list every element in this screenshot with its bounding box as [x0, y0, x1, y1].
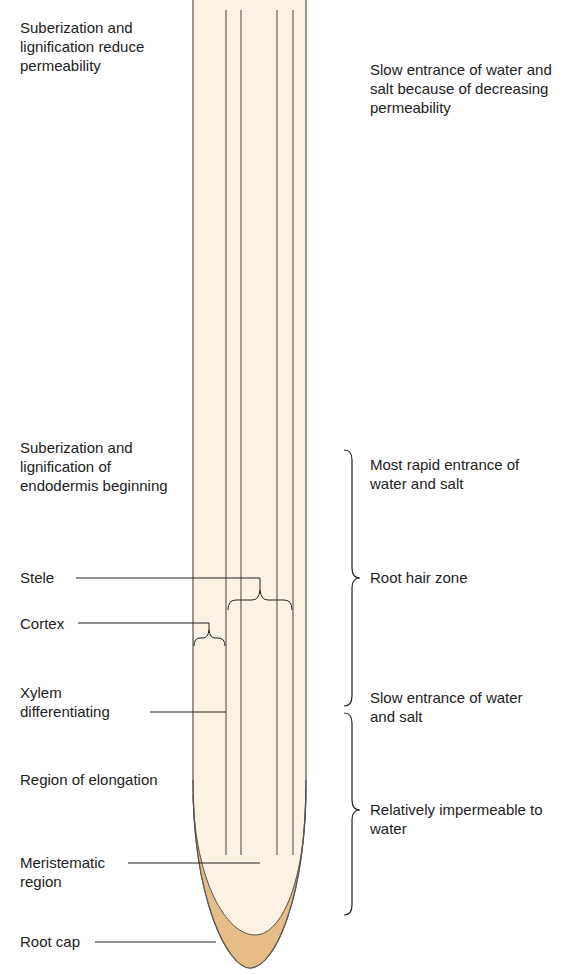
leader-lines [95, 712, 260, 942]
annotation-label: Suberization and lignification reduce pe… [20, 18, 185, 75]
annotation-label: Meristematic region [20, 853, 130, 891]
annotation-label: Most rapid entrance of water and salt [370, 455, 548, 493]
root-body [193, 0, 306, 968]
annotation-label: Root hair zone [370, 568, 548, 587]
annotation-label: Slow entrance of water and salt because … [370, 60, 558, 117]
annotation-label: Cortex [20, 614, 80, 633]
tissue-lines [226, 10, 293, 855]
cortex-bracket [78, 623, 225, 646]
annotation-label: Root cap [20, 932, 100, 951]
stele-bracket [76, 578, 292, 610]
annotation-label: Stele [20, 568, 80, 587]
annotation-label: Region of elongation [20, 770, 170, 789]
zone-braces [344, 450, 360, 915]
annotation-label: Relatively impermeable to water [370, 800, 548, 838]
annotation-label: Suberization and lignification of endode… [20, 438, 180, 495]
annotation-label: Slow entrance of water and salt [370, 688, 548, 726]
annotation-label: Xylem differentiating [20, 683, 150, 721]
root-cap [193, 780, 306, 968]
root-outline [193, 780, 306, 968]
